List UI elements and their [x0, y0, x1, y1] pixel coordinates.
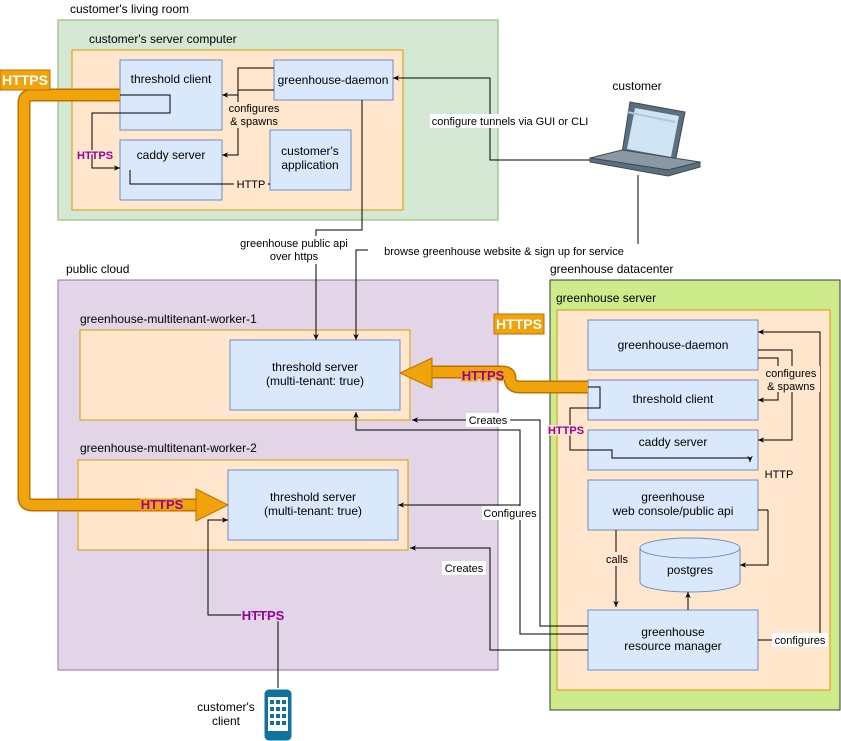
- threshold-server-2-line1: threshold server: [270, 490, 356, 504]
- https-tunnel-label-top: HTTPS: [462, 368, 505, 383]
- configures-workers-label: Configures: [483, 508, 537, 520]
- https-banner-right: HTTPS: [493, 313, 545, 335]
- browse-website-label: browse greenhouse website & sign up for …: [384, 246, 624, 258]
- customer-client-label-2: client: [212, 714, 241, 728]
- gh-daemon-server-label: greenhouse-daemon: [618, 338, 729, 352]
- threshold-server-1-line1: threshold server: [272, 360, 358, 374]
- customer-client-label-1: customer's: [197, 700, 255, 714]
- https-gh-tc-label: HTTPS: [548, 425, 584, 437]
- gh-web-console-line2: web console/public api: [612, 504, 734, 518]
- gh-caddy-server: [587, 429, 759, 471]
- configures-spawns-label-1b: & spawns: [230, 116, 278, 128]
- caddy-server-customer: [119, 139, 223, 201]
- http-gh-label: HTTP: [765, 469, 794, 481]
- datacenter-label: greenhouse datacenter: [550, 262, 673, 276]
- gh-web-console-line1: greenhouse: [641, 490, 705, 504]
- worker-1-label: greenhouse-multitenant-worker-1: [80, 312, 257, 326]
- postgres-database: postgres: [639, 537, 741, 593]
- https-tunnel-right: [398, 357, 588, 394]
- configures-rm-label: configures: [775, 635, 826, 647]
- worker-2-label: greenhouse-multitenant-worker-2: [80, 441, 257, 455]
- gh-threshold-client: [587, 379, 759, 421]
- greenhouse-server-label: greenhouse server: [556, 291, 656, 305]
- configures-spawns-label-2a: configures: [766, 368, 817, 380]
- postgres-label: postgres: [667, 563, 713, 577]
- smartphone-icon: [264, 689, 292, 741]
- https-client-label: HTTPS: [242, 608, 285, 623]
- calls-label: calls: [606, 554, 629, 566]
- creates-label-2: Creates: [445, 563, 484, 575]
- https-banner-left: HTTPS: [0, 69, 51, 91]
- customer-label: customer: [612, 79, 661, 93]
- public-api-label-2: over https: [270, 251, 319, 263]
- threshold-server-1-line2: (multi-tenant: true): [266, 374, 364, 388]
- configures-spawns-label-1a: configures: [229, 103, 280, 115]
- public-cloud-group: public cloud greenhouse-multitenant-work…: [57, 262, 499, 671]
- creates-label-1: Creates: [469, 415, 508, 427]
- customer-application-line2: application: [281, 158, 338, 172]
- svg-text:HTTPS: HTTPS: [2, 72, 48, 88]
- customer-application-line1: customer's: [281, 144, 339, 158]
- svg-text:HTTPS: HTTPS: [496, 316, 542, 332]
- server-computer-label: customer's server computer: [89, 32, 237, 46]
- caddy-server-customer-label: caddy server: [137, 148, 206, 162]
- configure-tunnels-label: configure tunnels via GUI or CLI: [432, 116, 589, 128]
- laptop-icon: [589, 101, 701, 177]
- http-customer-label: HTTP: [237, 179, 266, 191]
- living-room-label: customer's living room: [70, 2, 189, 16]
- gh-web-console: [587, 479, 759, 531]
- public-api-label-1: greenhouse public api: [240, 238, 348, 250]
- https-tunnel-label-bottom: HTTPS: [141, 497, 184, 512]
- threshold-server-2: [227, 469, 399, 541]
- https-caddy-label: HTTPS: [77, 150, 113, 162]
- customer-application: [269, 129, 352, 191]
- configures-spawns-label-2b: & spawns: [767, 381, 815, 393]
- gh-daemon-server: [587, 319, 759, 371]
- gh-caddy-server-label: caddy server: [639, 435, 708, 449]
- gh-resource-manager-line1: greenhouse: [641, 625, 705, 639]
- threshold-server-2-line2: (multi-tenant: true): [264, 504, 362, 518]
- greenhouse-daemon-customer-label: greenhouse-daemon: [278, 73, 389, 87]
- public-cloud-label: public cloud: [66, 262, 129, 276]
- gh-resource-manager-line2: resource manager: [624, 639, 721, 653]
- https-tunnel-left: [17, 88, 230, 522]
- gh-threshold-client-label: threshold client: [633, 392, 714, 406]
- threshold-server-1: [229, 339, 401, 411]
- threshold-client-customer-label: threshold client: [131, 72, 212, 86]
